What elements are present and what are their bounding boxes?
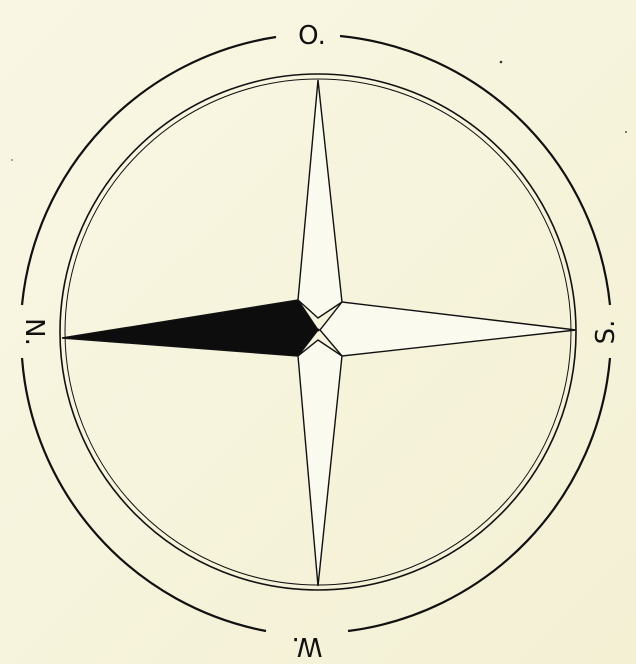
label-top: O.	[298, 21, 326, 51]
outer-ring-arc-bottom-right	[348, 358, 610, 631]
paper-speck	[625, 131, 627, 133]
star-center-dot	[317, 329, 320, 332]
label-left: N.	[19, 318, 49, 346]
outer-ring-arc-top-left	[22, 37, 276, 305]
star-point-bottom	[298, 340, 342, 586]
label-right: S.	[591, 320, 621, 345]
paper-speck	[11, 159, 13, 161]
needle-left-black	[62, 300, 318, 356]
label-bottom: W.	[292, 631, 323, 661]
star-point-right	[320, 302, 576, 356]
star-point-top	[298, 80, 342, 318]
outer-ring-arc-bottom-left	[22, 358, 266, 631]
compass-star	[62, 80, 576, 586]
outer-ring-arc-top-right	[340, 36, 610, 305]
paper-speck	[500, 61, 503, 64]
